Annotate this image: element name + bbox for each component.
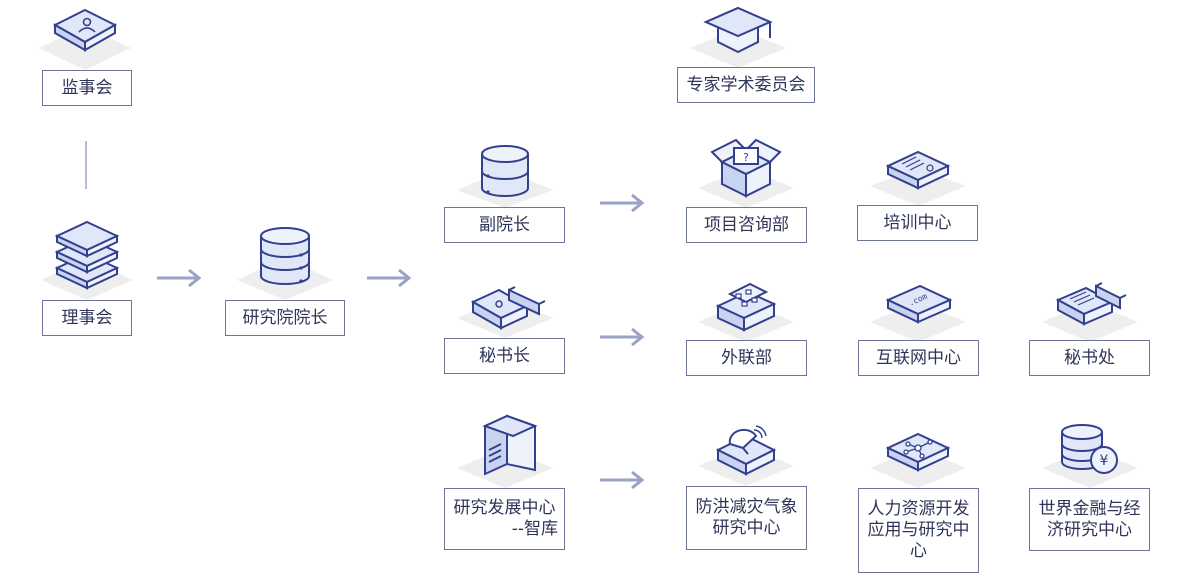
vice-president-label: 副院长 [444, 207, 565, 243]
arrow-icon [600, 327, 645, 347]
id-badge-icon [457, 286, 553, 338]
finance-center-line1: 世界金融与经 [1038, 498, 1141, 519]
arrow-icon [600, 193, 645, 213]
svg-text:?: ? [743, 151, 749, 164]
connector-line [85, 141, 87, 189]
hr-center-label: 人力资源开发 应用与研究中 心 [858, 488, 979, 573]
rd-center-line2: --智库 [511, 519, 558, 539]
dotcom-screen-icon: .com [870, 284, 966, 342]
arrow-icon [367, 268, 412, 288]
id-card-icon [39, 8, 131, 70]
satellite-dish-icon [698, 425, 794, 486]
building-icon [698, 282, 794, 342]
graduation-cap-icon [690, 6, 786, 68]
hr-center-line2: 应用与研究中 [867, 520, 970, 540]
secretariat-label: 秘书处 [1029, 340, 1150, 376]
external-liaison-label: 外联部 [686, 340, 807, 376]
stacked-layers-icon [41, 220, 133, 300]
president-label: 研究院院长 [225, 300, 345, 336]
hr-center-line3: 心 [910, 541, 927, 561]
expert-committee-label: 专家学术委员会 [677, 67, 815, 103]
finance-center-label: 世界金融与经 济研究中心 [1029, 488, 1150, 551]
project-consulting-label: 项目咨询部 [686, 207, 807, 243]
supervisory-board-label: 监事会 [42, 70, 132, 106]
network-nodes-icon [870, 432, 966, 488]
document-stack-icon [1042, 282, 1138, 342]
disaster-center-label: 防洪减灾气象 研究中心 [686, 486, 807, 550]
finance-center-line2: 济研究中心 [1047, 519, 1132, 540]
secretary-general-label: 秘书长 [444, 338, 565, 374]
svg-text:¥: ¥ [1100, 453, 1109, 469]
training-center-label: 培训中心 [857, 205, 978, 241]
disaster-center-line1: 防洪减灾气象 [695, 497, 798, 517]
disaster-center-line2: 研究中心 [712, 518, 781, 538]
server-tower-icon [457, 414, 553, 488]
question-box-icon: ? [698, 138, 794, 208]
arrow-icon [157, 268, 202, 288]
arrow-icon [600, 470, 645, 490]
database-icon [237, 227, 333, 300]
database-icon [457, 145, 553, 208]
rd-center-label: 研究发展中心 --智库 [444, 488, 565, 550]
certificate-icon [870, 150, 966, 206]
board-label: 理事会 [42, 300, 132, 336]
coins-yen-icon: ¥ [1042, 424, 1138, 488]
hr-center-line1: 人力资源开发 [867, 499, 970, 519]
internet-center-label: 互联网中心 [858, 340, 979, 376]
rd-center-line1: 研究发展中心 [453, 498, 556, 518]
